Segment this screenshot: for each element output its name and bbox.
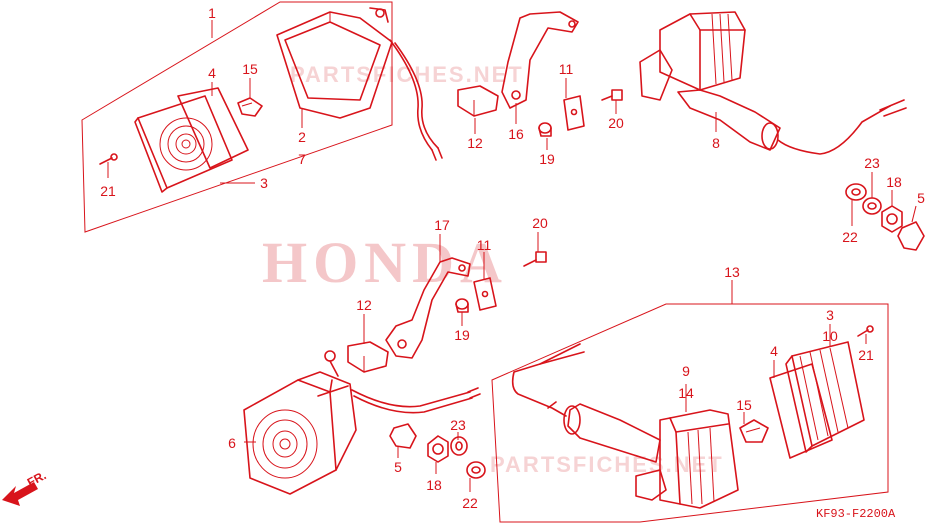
callout-18-bottom: 18: [426, 477, 442, 493]
lens-gasket-top: [177, 87, 249, 169]
callout-17: 17: [434, 217, 450, 233]
callout-23-top: 23: [864, 155, 880, 171]
cap-nut-5-top: [897, 221, 925, 251]
callout-19-mid: 19: [454, 327, 470, 343]
callout-16: 16: [508, 126, 524, 142]
callout-23-bottom: 23: [450, 417, 466, 433]
site-watermark-top: PARTSFICHES.NET: [290, 62, 524, 87]
leader-5a: [911, 205, 917, 223]
callout-21-bottom: 21: [858, 347, 874, 363]
washer-22-bottom: [466, 461, 486, 479]
callout-7: 7: [298, 151, 306, 167]
callout-10: 10: [822, 328, 838, 344]
washer-23-bottom: [450, 436, 468, 456]
callout-9: 9: [682, 363, 690, 379]
callout-3-bottom: 3: [826, 307, 834, 323]
callout-6: 6: [228, 435, 236, 451]
nut-18-bottom: [427, 435, 449, 463]
cap-nut-5-bottom: [389, 423, 417, 449]
callout-15-top: 15: [242, 61, 258, 77]
front-direction-arrow-icon: [2, 482, 38, 506]
collar-19-top: [538, 122, 552, 137]
callout-8: 8: [712, 135, 720, 151]
assembly-13-boundary: [491, 303, 889, 523]
callout-20-mid: 20: [532, 215, 548, 231]
bolt-20-mid: [523, 251, 547, 267]
callout-15-bottom: 15: [736, 397, 752, 413]
diagram-code: KF93-F2200A: [816, 507, 896, 521]
screw-21-bottom: [857, 325, 874, 337]
lens-gasket-bottom: [769, 363, 833, 459]
honda-watermark: HONDA: [262, 230, 508, 295]
rear-winker-body-top: [639, 11, 781, 151]
callout-22-top: 22: [842, 229, 858, 245]
callout-14: 14: [678, 385, 694, 401]
wire-harness-bottom-right: [511, 343, 585, 417]
rear-winker-body-bottom: [563, 403, 739, 509]
rubber-cushion-12-top: [457, 85, 499, 117]
callout-5-bottom: 5: [394, 459, 402, 475]
wire-harness-top-right: [777, 99, 907, 155]
nut-18-top: [881, 205, 903, 233]
screw-21-top: [99, 153, 118, 165]
callout-19-top: 19: [539, 151, 555, 167]
wire-harness-bottom-left: [351, 387, 481, 414]
callout-5-top: 5: [917, 190, 925, 206]
callout-1: 1: [208, 5, 216, 21]
bulb-top-left: [237, 97, 263, 117]
site-watermark-bottom: PARTSFICHES.NET: [490, 452, 724, 477]
callout-3-top: 3: [260, 175, 268, 191]
callout-20-top: 20: [608, 115, 624, 131]
callout-13: 13: [724, 264, 740, 280]
callout-4-bottom: 4: [770, 343, 778, 359]
callout-4-top: 4: [208, 65, 216, 81]
callout-21-top: 21: [100, 183, 116, 199]
washer-23-top: [862, 197, 882, 215]
collar-19-mid: [455, 298, 469, 313]
bracket-17: [385, 257, 471, 359]
front-left-winker-lens: [134, 95, 233, 193]
front-right-winker-assembly: [243, 350, 357, 495]
bolt-20-top: [601, 89, 623, 101]
callout-11-top: 11: [559, 61, 574, 77]
callout-12-top: 12: [467, 135, 483, 151]
wire-harness-top-left: [389, 39, 443, 161]
callout-22-bottom: 22: [462, 495, 478, 511]
rear-winker-lens-bottom: [785, 341, 865, 453]
callout-12-mid: 12: [356, 297, 372, 313]
rubber-cushion-12-mid: [347, 341, 389, 373]
plate-nut-11-top: [563, 95, 585, 131]
callout-18-top: 18: [886, 174, 902, 190]
washer-22-top: [845, 183, 867, 201]
front-left-winker-housing: [276, 7, 393, 119]
assembly-1-boundary: [81, 1, 393, 233]
bracket-16: [501, 11, 579, 109]
callout-11-mid: 11: [477, 237, 492, 253]
callout-2: 2: [298, 129, 306, 145]
plate-nut-11-mid: [473, 277, 497, 311]
bulb-bottom-right: [739, 419, 769, 443]
